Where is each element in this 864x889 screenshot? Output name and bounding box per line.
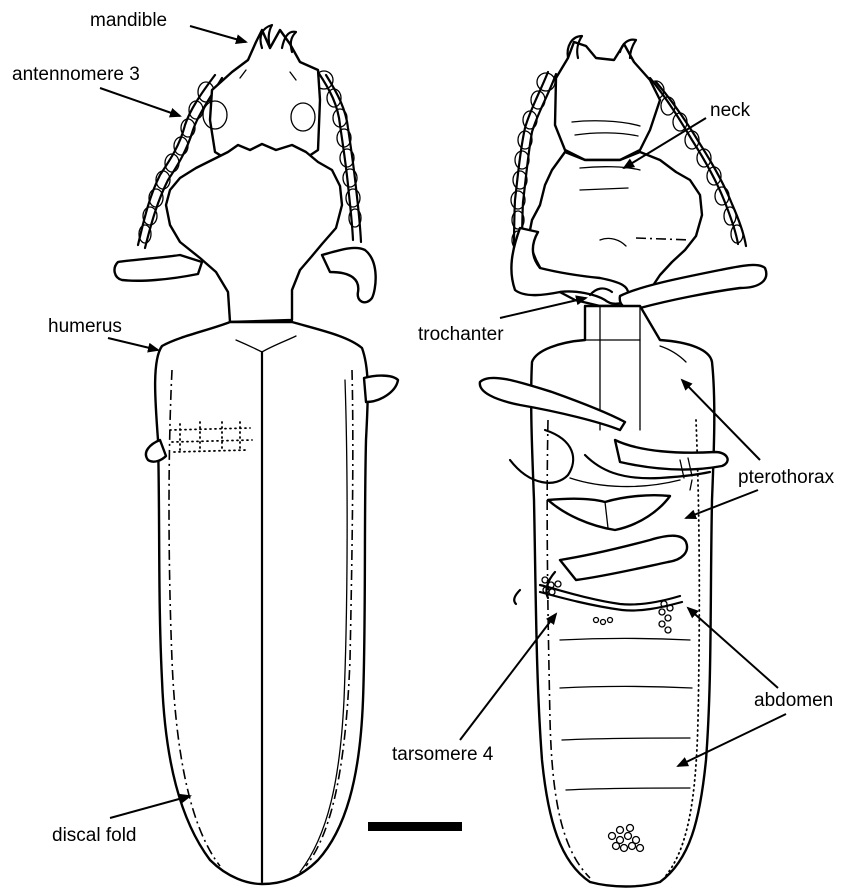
dorsal-view-beetle xyxy=(115,25,398,884)
middle-leg-stub-right xyxy=(364,376,398,402)
label-pterothorax: pterothorax xyxy=(738,467,835,488)
label-antennomere: antennomere 3 xyxy=(12,64,140,85)
ventral-view-beetle xyxy=(480,36,766,887)
label-tarsomere-group: tarsomere 4 xyxy=(392,614,556,765)
label-discal-fold: discal fold xyxy=(52,825,137,846)
label-mandible: mandible xyxy=(90,10,167,31)
label-trochanter: trochanter xyxy=(418,324,504,345)
head-ventral xyxy=(555,42,660,160)
label-discal-fold-group: discal fold xyxy=(52,796,190,846)
label-trochanter-group: trochanter xyxy=(418,298,586,345)
label-mandible-group: mandible xyxy=(90,10,246,42)
head-dorsal xyxy=(210,30,320,162)
scale-bar xyxy=(368,822,462,831)
label-humerus-group: humerus xyxy=(48,316,158,350)
label-abdomen: abdomen xyxy=(754,690,833,711)
label-tarsomere: tarsomere 4 xyxy=(392,744,494,765)
label-neck: neck xyxy=(710,100,751,121)
label-antennomere-group: antennomere 3 xyxy=(12,64,180,116)
label-humerus: humerus xyxy=(48,316,122,337)
pronotum-dorsal xyxy=(166,144,342,322)
